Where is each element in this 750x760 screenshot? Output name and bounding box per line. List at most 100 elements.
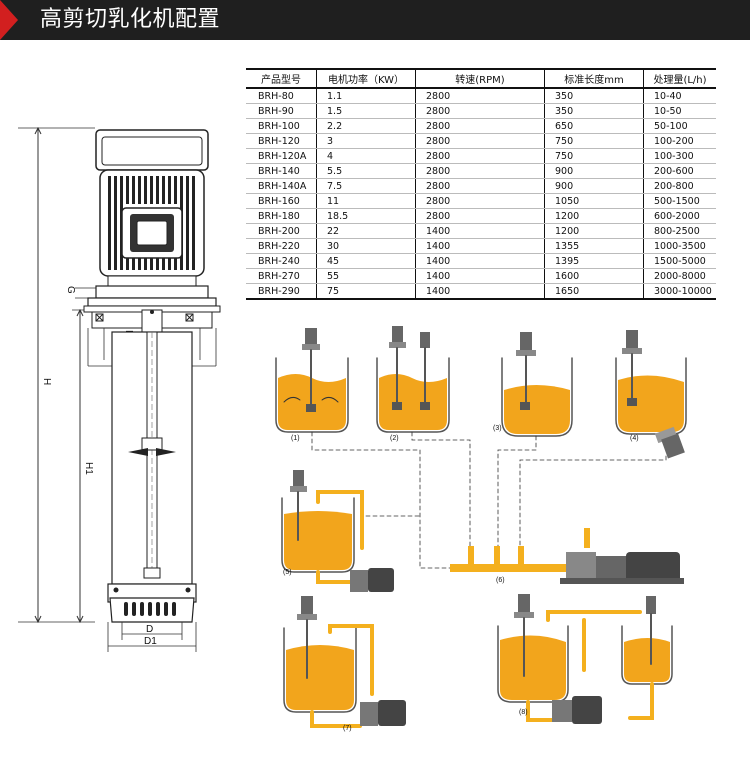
table-cell: 50-100 [643,118,716,134]
process-diagram-8: (8) [497,594,673,724]
table-cell: 350 [544,88,644,104]
table-cell: 4 [316,148,416,164]
table-cell: 2800 [415,178,545,194]
table-cell: 10-50 [643,103,716,119]
table-cell: 7.5 [316,178,416,194]
table-cell: 5.5 [316,163,416,179]
table-cell: 750 [544,148,644,164]
table-cell: 2800 [415,103,545,119]
page-title: 高剪切乳化机配置 [40,7,221,32]
dim-D1-label: D1 [144,636,157,647]
diagram-5-label: (5) [283,569,292,576]
process-diagram-7: (7) [283,596,406,732]
table-cell: 100-200 [643,133,716,149]
header-banner: 高剪切乳化机配置 [0,0,750,40]
header-power: 电机功率（KW） [316,68,416,89]
process-diagram-3: (3) [493,332,573,437]
table-cell: BRH-140 [246,163,317,179]
table-cell: 1650 [544,283,644,300]
table-cell: 11 [316,193,416,209]
table-cell: BRH-270 [246,268,317,284]
diagram-4-label: (4) [630,435,639,442]
table-cell: 1400 [415,238,545,254]
table-cell: 3 [316,133,416,149]
process-diagram-5: (5) [281,470,394,592]
table-cell: 2800 [415,133,545,149]
table-cell: 750 [544,133,644,149]
diagram-2-label: (2) [390,435,399,442]
table-cell: 1400 [415,223,545,239]
table-cell: 2800 [415,148,545,164]
table-cell: 200-600 [643,163,716,179]
table-cell: BRH-290 [246,283,317,300]
emulsifier-dimension-drawing: H H1 G [18,126,221,652]
table-cell: BRH-120 [246,133,317,149]
table-header-row: 产品型号 电机功率（KW） 转速(RPM) 标准长度mm 处理量(L/h) [246,68,716,89]
table-cell: 600-2000 [643,208,716,224]
table-cell: BRH-240 [246,253,317,269]
header-capacity: 处理量(L/h) [643,68,716,89]
table-cell: 1200 [544,223,644,239]
table-cell: 1400 [415,283,545,300]
table-cell: BRH-120A [246,148,317,164]
table-cell: 800-2500 [643,223,716,239]
table-cell: 1400 [415,268,545,284]
table-cell: 2800 [415,208,545,224]
process-diagram-1: (1) [275,328,349,442]
table-cell: 1395 [544,253,644,269]
table-cell: 650 [544,118,644,134]
diagram-8-label: (8) [519,709,528,716]
table-cell: 900 [544,163,644,179]
table-cell: 10-40 [643,88,716,104]
diagram-7-label: (7) [343,725,352,732]
table-cell: 22 [316,223,416,239]
table-cell: 500-1500 [643,193,716,209]
spec-table: 产品型号 电机功率（KW） 转速(RPM) 标准长度mm 处理量(L/h) BR… [246,68,716,300]
table-cell: 1200 [544,208,644,224]
header-model: 产品型号 [246,68,317,89]
dim-H1-label: H1 [83,462,94,475]
table-cell: BRH-80 [246,88,317,104]
process-diagrams: (1) (2) (3) [275,326,687,732]
table-cell: 900 [544,178,644,194]
table-cell: 2000-8000 [643,268,716,284]
table-cell: 18.5 [316,208,416,224]
table-cell: 200-800 [643,178,716,194]
dim-H-label: H [41,378,52,385]
table-cell: BRH-160 [246,193,317,209]
table-cell: BRH-90 [246,103,317,119]
table-cell: 2800 [415,118,545,134]
table-cell: 1.1 [316,88,416,104]
banner-arrow-icon [0,0,18,40]
diagram-3-label: (3) [493,425,502,432]
table-cell: 1500-5000 [643,253,716,269]
table-cell: 45 [316,253,416,269]
table-cell: 75 [316,283,416,300]
table-cell: 1.5 [316,103,416,119]
process-diagram-2: (2) [376,326,450,442]
diagram-6-label: (6) [496,577,505,584]
table-cell: 1400 [415,253,545,269]
header-length: 标准长度mm [544,68,644,89]
process-diagram-4: (4) [615,330,687,459]
table-cell: BRH-140A [246,178,317,194]
table-cell: BRH-180 [246,208,317,224]
table-cell: 30 [316,238,416,254]
table-cell: 1050 [544,193,644,209]
table-cell: 1000-3500 [643,238,716,254]
table-cell: 55 [316,268,416,284]
table-cell: 1600 [544,268,644,284]
header-speed: 转速(RPM) [415,68,545,89]
